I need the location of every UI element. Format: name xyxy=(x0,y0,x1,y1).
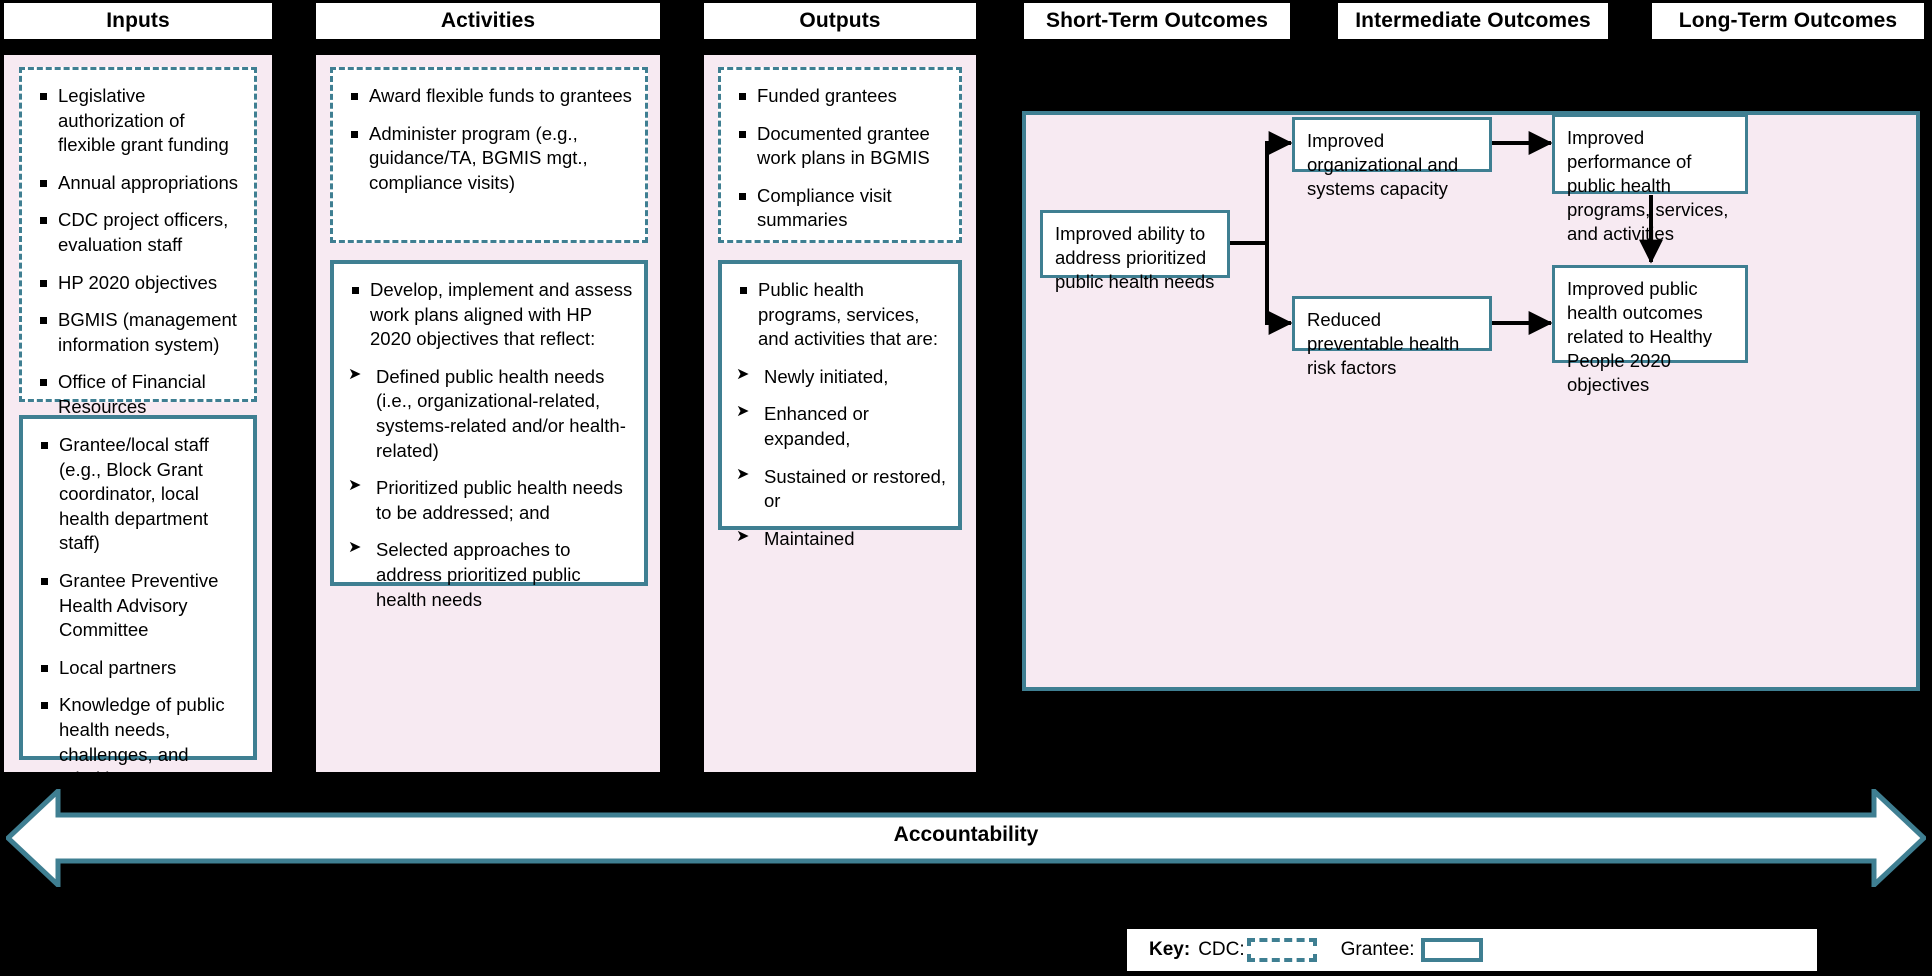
outcome-box-label: Improved organizational and systems capa… xyxy=(1307,130,1459,200)
inputs-cdc-box: Legislative authorization of flexible gr… xyxy=(19,67,257,417)
list-item: Prioritized public health needs to be ad… xyxy=(346,475,634,525)
key-legend: Key: CDC: Grantee: xyxy=(1127,929,1817,971)
activities-grantee-box: Develop, implement and assess work plans… xyxy=(330,260,648,610)
column-header-label: Activities xyxy=(440,9,536,32)
list-item: Develop, implement and assess work plans… xyxy=(346,278,634,352)
column-header-long-term-outcomes: Long-Term Outcomes xyxy=(1652,3,1924,39)
list-item: Annual appropriations xyxy=(34,171,244,196)
list-item: Documented grantee work plans in BGMIS xyxy=(733,122,949,171)
list-item: Award flexible funds to grantees xyxy=(345,84,635,109)
outputs-cdc-box: Funded grantees Documented grantee work … xyxy=(718,67,962,243)
list-item: Enhanced or expanded, xyxy=(734,401,948,451)
list-item: Administer program (e.g., guidance/TA, B… xyxy=(345,122,635,196)
outcomes-panel: Improved ability to address prioritized … xyxy=(1022,111,1920,691)
column-header-label: Intermediate Outcomes xyxy=(1355,9,1591,32)
accountability-arrow: Accountability xyxy=(4,785,1928,891)
key-cdc-swatch-icon xyxy=(1246,938,1317,962)
list-item: Maintained xyxy=(734,526,948,552)
column-header-label: Outputs xyxy=(799,9,881,32)
key-cdc-label: CDC: xyxy=(1198,939,1245,960)
column-header-inputs: Inputs xyxy=(4,3,272,39)
outcome-box-label: Improved performance of public health pr… xyxy=(1567,127,1729,245)
key-grantee-swatch-icon xyxy=(1420,938,1483,962)
list-item: Public health programs, services, and ac… xyxy=(734,278,948,352)
list-item: Local partners xyxy=(35,656,243,681)
outputs-cdc-list: Funded grantees Documented grantee work … xyxy=(721,70,959,243)
column-header-activities: Activities xyxy=(316,3,660,39)
list-item: CDC project officers, evaluation staff xyxy=(34,208,244,257)
list-item: Newly initiated, xyxy=(734,364,948,390)
activities-grantee-list: Develop, implement and assess work plans… xyxy=(334,264,644,622)
accountability-arrow-shape xyxy=(4,785,1928,891)
column-header-intermediate-outcomes: Intermediate Outcomes xyxy=(1338,3,1608,39)
outputs-grantee-list: Public health programs, services, and ac… xyxy=(722,264,958,561)
outcome-box-reduced-risk-factors: Reduced preventable health risk factors xyxy=(1292,296,1492,378)
activities-cdc-box: Award flexible funds to grantees Adminis… xyxy=(330,67,648,243)
activities-cdc-list: Award flexible funds to grantees Adminis… xyxy=(333,70,645,205)
list-item: Selected approaches to address prioritiz… xyxy=(346,537,634,612)
outcome-box-improved-outcomes: Improved public health outcomes related … xyxy=(1552,265,1748,395)
column-header-short-term-outcomes: Short-Term Outcomes xyxy=(1024,3,1290,39)
outputs-grantee-box: Public health programs, services, and ac… xyxy=(718,260,962,549)
list-item: Office of Financial Resources xyxy=(34,370,244,419)
outcome-connectors xyxy=(1229,131,1663,335)
outcome-box-improved-ability: Improved ability to address prioritized … xyxy=(1040,210,1230,292)
key-grantee-label: Grantee: xyxy=(1340,939,1415,960)
list-item: Sustained or restored, or xyxy=(734,464,948,514)
outcome-box-label: Improved public health outcomes related … xyxy=(1567,278,1713,396)
list-item: Funded grantees xyxy=(733,84,949,109)
outcome-box-label: Improved ability to address prioritized … xyxy=(1055,223,1215,293)
inputs-grantee-box: Grantee/local staff (e.g., Block Grant c… xyxy=(19,415,257,789)
list-item: Grantee/local staff (e.g., Block Grant c… xyxy=(35,433,243,556)
column-header-label: Long-Term Outcomes xyxy=(1678,9,1898,32)
inputs-grantee-list: Grantee/local staff (e.g., Block Grant c… xyxy=(23,419,253,802)
list-item: Defined public health needs (i.e., organ… xyxy=(346,364,634,463)
key-title: Key: xyxy=(1149,939,1191,960)
column-header-label: Short-Term Outcomes xyxy=(1045,9,1269,32)
outcome-box-label: Reduced preventable health risk factors xyxy=(1307,309,1460,379)
outcome-box-improved-org-capacity: Improved organizational and systems capa… xyxy=(1292,117,1492,199)
list-item: Compliance visit summaries xyxy=(733,184,949,233)
column-header-outputs: Outputs xyxy=(704,3,976,39)
column-header-label: Inputs xyxy=(106,9,170,32)
outcome-box-improved-performance: Improved performance of public health pr… xyxy=(1552,114,1748,244)
list-item: Grantee Preventive Health Advisory Commi… xyxy=(35,569,243,643)
list-item: Knowledge of public health needs, challe… xyxy=(35,693,243,791)
list-item: Legislative authorization of flexible gr… xyxy=(34,84,244,158)
list-item: HP 2020 objectives xyxy=(34,271,244,296)
accountability-label: Accountability xyxy=(893,823,1039,846)
inputs-cdc-list: Legislative authorization of flexible gr… xyxy=(22,70,254,430)
list-item: BGMIS (management information system) xyxy=(34,308,244,357)
